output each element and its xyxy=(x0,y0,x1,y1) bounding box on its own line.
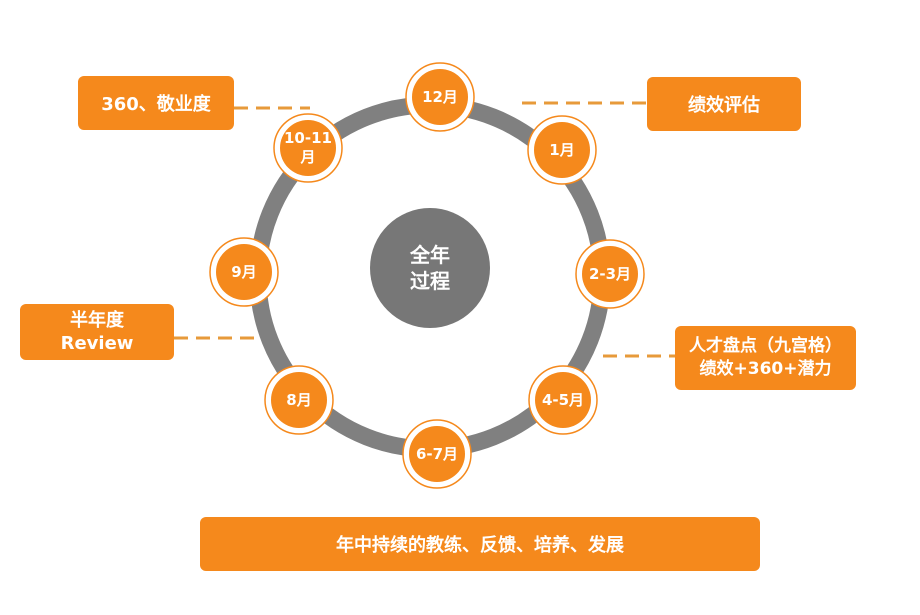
callout-talent-line1: 人才盘点（九宫格） xyxy=(689,336,842,356)
month-node-1 xyxy=(527,115,597,185)
center-label-line1: 全年 xyxy=(410,243,450,267)
month-node-4-5 xyxy=(528,365,598,435)
month-node-8 xyxy=(264,365,334,435)
month-node-9 xyxy=(209,237,279,307)
month-node-2-3 xyxy=(575,239,645,309)
callout-half-year: 半年度 Review xyxy=(20,304,174,360)
callout-performance: 绩效评估 xyxy=(647,77,801,131)
month-node-6-7 xyxy=(402,419,472,489)
callout-coaching: 年中持续的教练、反馈、培养、发展 xyxy=(200,517,760,571)
callout-engagement: 360、敬业度 xyxy=(78,76,234,130)
callout-talent: 人才盘点（九宫格） 绩效+360+潜力 xyxy=(675,326,856,390)
callout-half-year-line1: 半年度 xyxy=(70,310,124,331)
month-node-10-11 xyxy=(273,113,343,183)
callout-talent-line2: 绩效+360+潜力 xyxy=(699,359,832,379)
center-label: 全年 过程 xyxy=(370,208,490,328)
center-disc xyxy=(370,208,490,328)
callout-half-year-line2: Review xyxy=(60,333,134,354)
center-label-line2: 过程 xyxy=(410,269,450,293)
month-node-12 xyxy=(405,62,475,132)
